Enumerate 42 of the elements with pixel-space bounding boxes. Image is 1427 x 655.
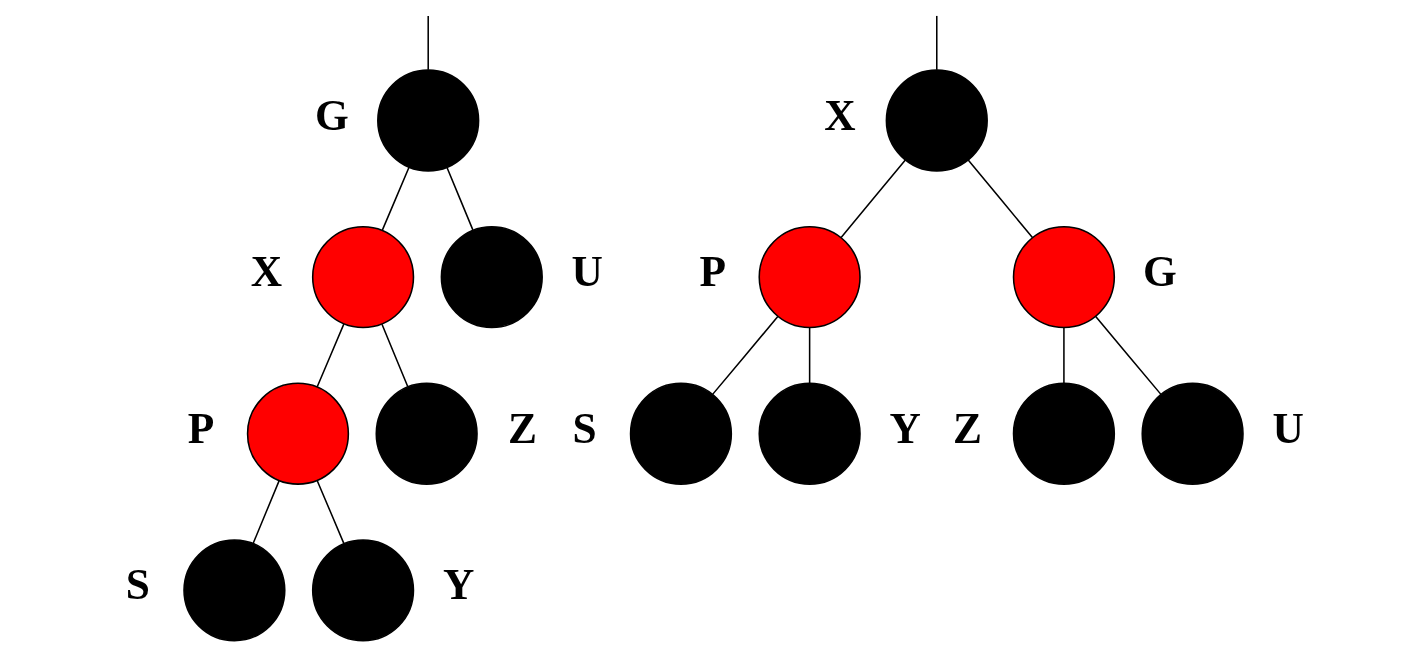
node-label: Z — [508, 403, 538, 452]
connector — [1063, 326, 1065, 384]
connector — [712, 315, 779, 395]
node-label: U — [1272, 403, 1304, 452]
node-label: Y — [442, 560, 475, 609]
connector — [252, 480, 280, 544]
node-circle — [758, 225, 861, 329]
node-circle — [1141, 382, 1244, 485]
connector — [316, 323, 345, 388]
node-label: Z — [953, 403, 983, 452]
node-circle — [246, 382, 350, 485]
connector — [808, 326, 811, 384]
connector — [1094, 315, 1162, 395]
node-label: X — [250, 247, 283, 296]
node-label: S — [572, 403, 597, 452]
node-label: P — [699, 247, 727, 296]
node-label: G — [315, 90, 349, 139]
node-circle — [183, 539, 286, 642]
connector — [840, 159, 907, 239]
node-circle — [629, 382, 733, 485]
node-circle — [1012, 225, 1116, 329]
node-circle — [375, 382, 478, 485]
node-circle — [440, 225, 543, 329]
connector — [967, 159, 1034, 239]
node-circle — [377, 69, 480, 172]
connector — [936, 15, 938, 71]
connector — [381, 323, 409, 388]
node-label: P — [187, 403, 215, 452]
node-label: S — [125, 560, 150, 609]
connector — [316, 479, 345, 545]
node-circle — [885, 69, 988, 172]
node-circle — [311, 539, 415, 642]
connector — [381, 166, 410, 231]
connector — [446, 166, 474, 231]
connector — [427, 15, 429, 71]
node-circle — [1012, 382, 1116, 485]
node-circle — [758, 382, 861, 485]
node-label: U — [571, 247, 603, 296]
node-circle — [311, 225, 415, 329]
node-label: Y — [889, 403, 921, 452]
node-label: G — [1142, 247, 1177, 296]
node-label: X — [824, 90, 856, 139]
